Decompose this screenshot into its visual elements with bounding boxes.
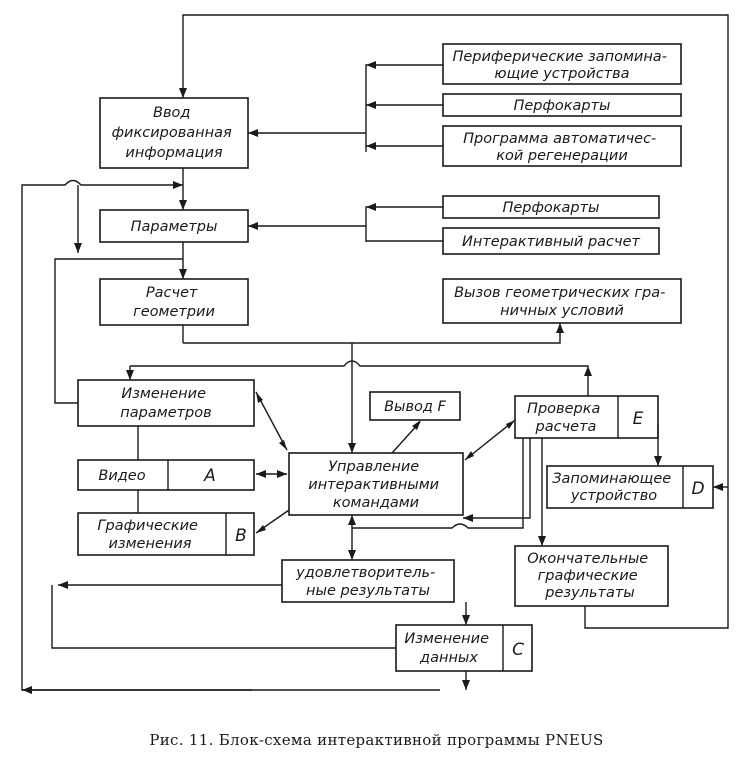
- arrowhead: [538, 536, 546, 546]
- arrowhead: [256, 392, 263, 403]
- arrowhead: [506, 420, 515, 429]
- svg-text:Изменение параметров: Изменение параметров: [120, 386, 211, 421]
- arrowhead: [654, 456, 662, 466]
- block-parameters: Параметры: [99, 209, 249, 243]
- svg-text:B: B: [235, 526, 247, 546]
- arrowhead: [279, 440, 287, 450]
- block-punch-cards-1: Перфокарты: [442, 93, 682, 117]
- arrowhead: [366, 203, 376, 211]
- block-storage-device: Запоминающее устройство D: [546, 465, 714, 509]
- svg-text:Программа автоматичес- к: Программа автоматичес- кой регенерации: [463, 131, 661, 164]
- arrowhead: [179, 269, 187, 279]
- arrowhead: [173, 181, 183, 189]
- connector: [182, 14, 729, 629]
- connector: [183, 323, 561, 344]
- svg-text:Периферические запомина-: Периферические запомина- ющие устройства: [452, 49, 671, 82]
- arrowhead: [256, 470, 266, 478]
- connector: [130, 360, 589, 396]
- svg-text:C: C: [512, 640, 524, 660]
- svg-text:Управление интерактивным: Управление интерактивными командами: [308, 459, 443, 511]
- arrowhead: [58, 581, 68, 589]
- arrowhead: [179, 200, 187, 210]
- arrowhead: [179, 88, 187, 98]
- block-boundary-conditions: Вызов геометрических гра- ничных условий: [442, 278, 682, 324]
- svg-text:A: A: [203, 466, 216, 486]
- connector: [463, 438, 531, 519]
- svg-text:Интерактивный расчет: Интерактивный расчет: [462, 234, 640, 250]
- svg-text:Вызов геометрических гра-: Вызов геометрических гра- ничных условий: [454, 285, 670, 319]
- svg-text:Окончательные графически: Окончательные графические результаты: [527, 551, 653, 601]
- arrowhead: [22, 686, 32, 694]
- block-final-graphic-results: Окончательные графические результаты: [514, 545, 669, 607]
- svg-text:удовлетворитель- ные рез: удовлетворитель- ные результаты: [295, 565, 440, 599]
- arrowhead: [348, 550, 356, 560]
- svg-text:Параметры: Параметры: [131, 219, 218, 235]
- connector: [21, 179, 252, 691]
- block-interactive-control: Управление интерактивными командами: [288, 452, 464, 516]
- connector: [255, 391, 288, 451]
- arrowhead: [277, 470, 287, 478]
- svg-text:Ввод фиксированная: Ввод фиксированная информация: [112, 105, 237, 161]
- connector: [464, 419, 516, 461]
- block-interactive-calc: Интерактивный расчет: [442, 227, 660, 255]
- block-geometry-calc: Расчет геометрии: [99, 278, 249, 326]
- svg-text:D: D: [691, 479, 704, 499]
- block-satisfactory-results: удовлетворитель- ные результаты: [281, 559, 455, 603]
- arrowhead: [348, 515, 356, 525]
- svg-text:Проверка расчета: Проверка расчета: [527, 401, 605, 435]
- block-vvod: Ввод фиксированная информация: [99, 97, 249, 169]
- arrowhead: [248, 129, 258, 137]
- svg-text:Изменение данных: Изменение данных: [404, 631, 493, 666]
- arrowhead: [462, 680, 470, 690]
- block-graphic-changes: Графические изменения B: [77, 512, 255, 556]
- arrowhead: [348, 443, 356, 453]
- block-punch-cards-2: Перфокарты: [442, 195, 660, 219]
- block-output-f: Вывод F: [369, 391, 461, 421]
- figure-caption: Рис. 11. Блок-схема интерактивной програ…: [149, 731, 604, 749]
- connector: [54, 258, 183, 404]
- svg-text:Расчет геометрии: Расчет геометрии: [133, 285, 215, 320]
- arrowhead: [366, 142, 376, 150]
- block-peripheral-storage: Периферические запомина- ющие устройства: [442, 43, 682, 85]
- arrowhead: [256, 525, 266, 533]
- block-change-parameters: Изменение параметров: [77, 379, 255, 427]
- svg-text:Перфокарты: Перфокарты: [513, 98, 610, 114]
- connectors: [21, 14, 729, 694]
- arrowhead: [366, 61, 376, 69]
- connector: [51, 585, 396, 649]
- arrowhead: [463, 514, 473, 522]
- arrowhead: [366, 101, 376, 109]
- connector: [365, 206, 443, 242]
- arrowhead: [556, 323, 564, 333]
- block-change-data: Изменение данных C: [395, 624, 533, 672]
- block-check-calc: Проверка расчета E: [514, 395, 659, 439]
- svg-text:Запоминающее устройство: Запоминающее устройство: [552, 471, 676, 504]
- arrowhead: [584, 366, 592, 376]
- block-video: Видео A: [77, 459, 255, 491]
- arrowhead: [126, 370, 134, 380]
- arrowhead: [713, 483, 723, 491]
- flowchart: Ввод фиксированная информация Перифериче…: [21, 14, 729, 694]
- connector: [365, 64, 443, 152]
- svg-text:Перфокарты: Перфокарты: [502, 200, 599, 216]
- arrowhead: [465, 451, 474, 460]
- block-auto-regeneration: Программа автоматичес- кой регенерации: [442, 125, 682, 167]
- arrowhead: [248, 222, 258, 230]
- svg-text:Видео: Видео: [98, 468, 145, 484]
- connector: [352, 438, 524, 529]
- svg-text:Графические изменения: Графические изменения: [97, 518, 202, 552]
- svg-text:Вывод F: Вывод F: [384, 399, 446, 415]
- arrowhead: [412, 420, 421, 430]
- svg-text:E: E: [633, 409, 644, 429]
- arrowhead: [462, 615, 470, 625]
